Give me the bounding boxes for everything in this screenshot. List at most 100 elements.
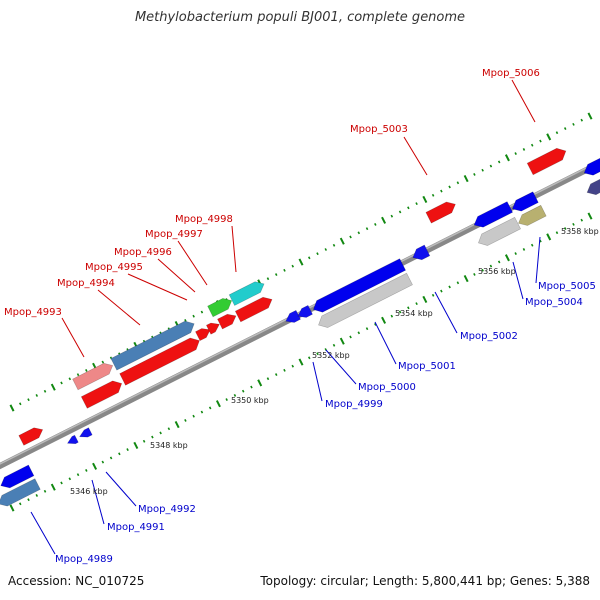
tick-mark [339,237,345,245]
gene-arrow[interactable] [297,304,313,318]
gene-arrow[interactable] [207,298,233,318]
gene-arrow[interactable] [195,328,211,342]
tick-mark [192,314,195,318]
tick-mark [85,469,88,472]
tick-mark [407,206,410,210]
tick-mark [489,164,493,168]
tick-mark [184,318,187,322]
tick-mark [332,343,336,347]
gene-arrow[interactable] [518,204,547,226]
tick-mark [349,235,352,239]
gene-arrow[interactable] [478,216,522,246]
tick-mark [530,143,534,147]
tick-mark [118,452,121,456]
gene-label[interactable]: Mpop_4991 [107,522,165,533]
gene-arrow[interactable] [473,201,514,228]
gene-label[interactable]: Mpop_5004 [525,297,583,308]
tick-mark [50,383,56,391]
tick-mark [215,400,221,408]
tick-mark [546,133,552,141]
tick-mark [497,160,501,164]
tick-mark [374,323,377,326]
tick-mark [43,489,47,493]
tick-mark [68,377,72,381]
gene-label[interactable]: Mpop_5002 [460,331,518,342]
gene-arrow[interactable] [313,258,407,313]
gene-arrow[interactable] [72,362,114,391]
tick-mark [266,277,270,281]
tick-mark [504,254,510,262]
gene-label[interactable]: Mpop_4999 [325,399,383,410]
gene-label[interactable]: Mpop_4992 [138,504,196,515]
tick-mark [167,427,171,431]
tick-mark [274,373,278,376]
gene-arrow[interactable] [586,178,600,196]
gene-arrow[interactable] [80,380,123,409]
tick-mark [463,275,469,283]
gene-label[interactable]: Mpop_4995 [85,262,143,273]
tick-mark [43,389,47,393]
gene-arrow[interactable] [318,272,413,328]
gene-label[interactable]: Mpop_5003 [350,124,408,135]
label-leader [312,361,323,402]
gene-arrow[interactable] [234,296,273,323]
gene-label[interactable]: Mpop_5000 [358,382,416,393]
gene-arrow[interactable] [511,191,539,212]
label-leader [127,273,188,301]
gene-arrow[interactable] [526,147,567,176]
tick-mark [159,431,162,435]
tick-mark [225,398,228,401]
tick-mark [473,272,476,276]
tick-mark [283,268,286,272]
gene-label[interactable]: Mpop_5001 [398,361,456,372]
label-leader [91,479,105,525]
tick-mark [481,268,484,272]
tick-mark [398,210,402,214]
gene-label[interactable]: Mpop_4997 [145,229,203,240]
gene-label[interactable]: Mpop_4996 [114,247,172,258]
tick-mark [456,181,460,185]
gene-arrow[interactable] [425,201,456,224]
tick-mark [35,494,39,497]
tick-mark [448,285,451,289]
tick-mark [530,243,534,247]
tick-mark [174,421,180,429]
tick-mark [298,358,304,366]
tick-mark [374,223,377,226]
gene-arrow[interactable] [228,281,265,306]
gene-arrow[interactable] [217,313,237,330]
tick-mark [19,402,22,406]
gene-arrow[interactable] [412,244,431,261]
tick-mark [274,273,278,276]
gene-arrow[interactable] [583,157,600,176]
tick-mark [357,331,361,335]
gene-label[interactable]: Mpop_5005 [538,281,596,292]
gene-arrow[interactable] [110,320,195,371]
gene-label[interactable]: Mpop_4993 [4,307,62,318]
gene-arrow[interactable] [285,309,301,323]
gene-arrow[interactable] [18,427,44,446]
tick-mark [440,189,443,193]
kbp-label: 5358 kbp [561,227,599,236]
tick-mark [514,252,517,256]
tick-mark [50,483,56,491]
gene-arrow[interactable] [79,427,93,438]
gene-label[interactable]: Mpop_4989 [55,554,113,565]
tick-mark [522,247,526,251]
gene-label[interactable]: Mpop_4998 [175,214,233,225]
gene-arrow[interactable] [0,464,35,489]
tick-mark [76,473,80,477]
gene-arrow[interactable] [205,322,220,335]
gene-label[interactable]: Mpop_4994 [57,278,115,289]
accession-label: Accession: NC_010725 [8,574,145,588]
gene-arrow[interactable] [66,434,79,445]
tick-mark [514,152,517,156]
forward-gene-labels: Mpop_4993 Mpop_4994 Mpop_4995 Mpop_4996 … [4,68,540,318]
tick-mark [324,248,328,251]
gene-arrow[interactable] [119,337,200,386]
gene-label[interactable]: Mpop_5006 [482,68,540,79]
tick-mark [555,231,559,235]
tick-mark [415,202,418,206]
gene-arrow[interactable] [0,478,41,507]
